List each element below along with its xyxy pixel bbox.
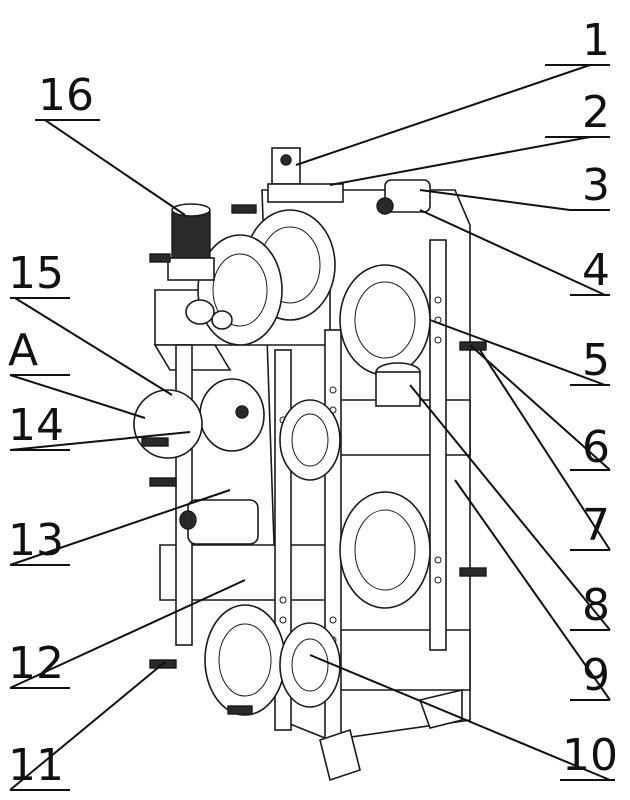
label-12: 12 — [8, 638, 64, 689]
label-8: 8 — [582, 580, 610, 631]
roller-bottom-left — [205, 605, 285, 715]
roller-bottom-center — [280, 623, 340, 707]
label-13: 13 — [8, 515, 64, 566]
small-motor-top-right — [377, 180, 430, 214]
machine-assembly — [134, 148, 486, 780]
label-11: 11 — [8, 740, 64, 791]
right-column — [430, 240, 446, 650]
left-column — [176, 345, 192, 645]
label-10: 10 — [562, 730, 618, 781]
label-7: 7 — [582, 500, 610, 551]
label-4: 4 — [582, 245, 610, 296]
leader-15 — [15, 298, 172, 395]
roller-lower-right — [340, 492, 430, 608]
middle-right-housing — [335, 400, 470, 455]
motor-left-middle — [180, 500, 258, 544]
roller-top-right — [340, 265, 430, 375]
label-A: A — [8, 325, 38, 376]
leader-2 — [330, 137, 590, 185]
label-5: 5 — [582, 335, 610, 386]
leader-16 — [45, 120, 185, 215]
roller-middle-left — [200, 379, 264, 451]
leader-1 — [296, 65, 590, 165]
label-6: 6 — [582, 422, 610, 473]
label-3: 3 — [582, 160, 610, 211]
drive-motor — [168, 204, 214, 280]
label-16: 16 — [38, 70, 94, 121]
lower-right-housing — [330, 630, 470, 690]
lifting-bracket — [268, 148, 343, 202]
label-1: 1 — [582, 15, 610, 66]
left-gear-hub — [134, 390, 202, 458]
label-9: 9 — [582, 650, 610, 701]
roller-middle-center — [280, 400, 340, 480]
label-14: 14 — [8, 400, 64, 451]
label-2: 2 — [582, 87, 610, 138]
label-15: 15 — [8, 248, 64, 299]
center-cylinder — [376, 363, 420, 406]
